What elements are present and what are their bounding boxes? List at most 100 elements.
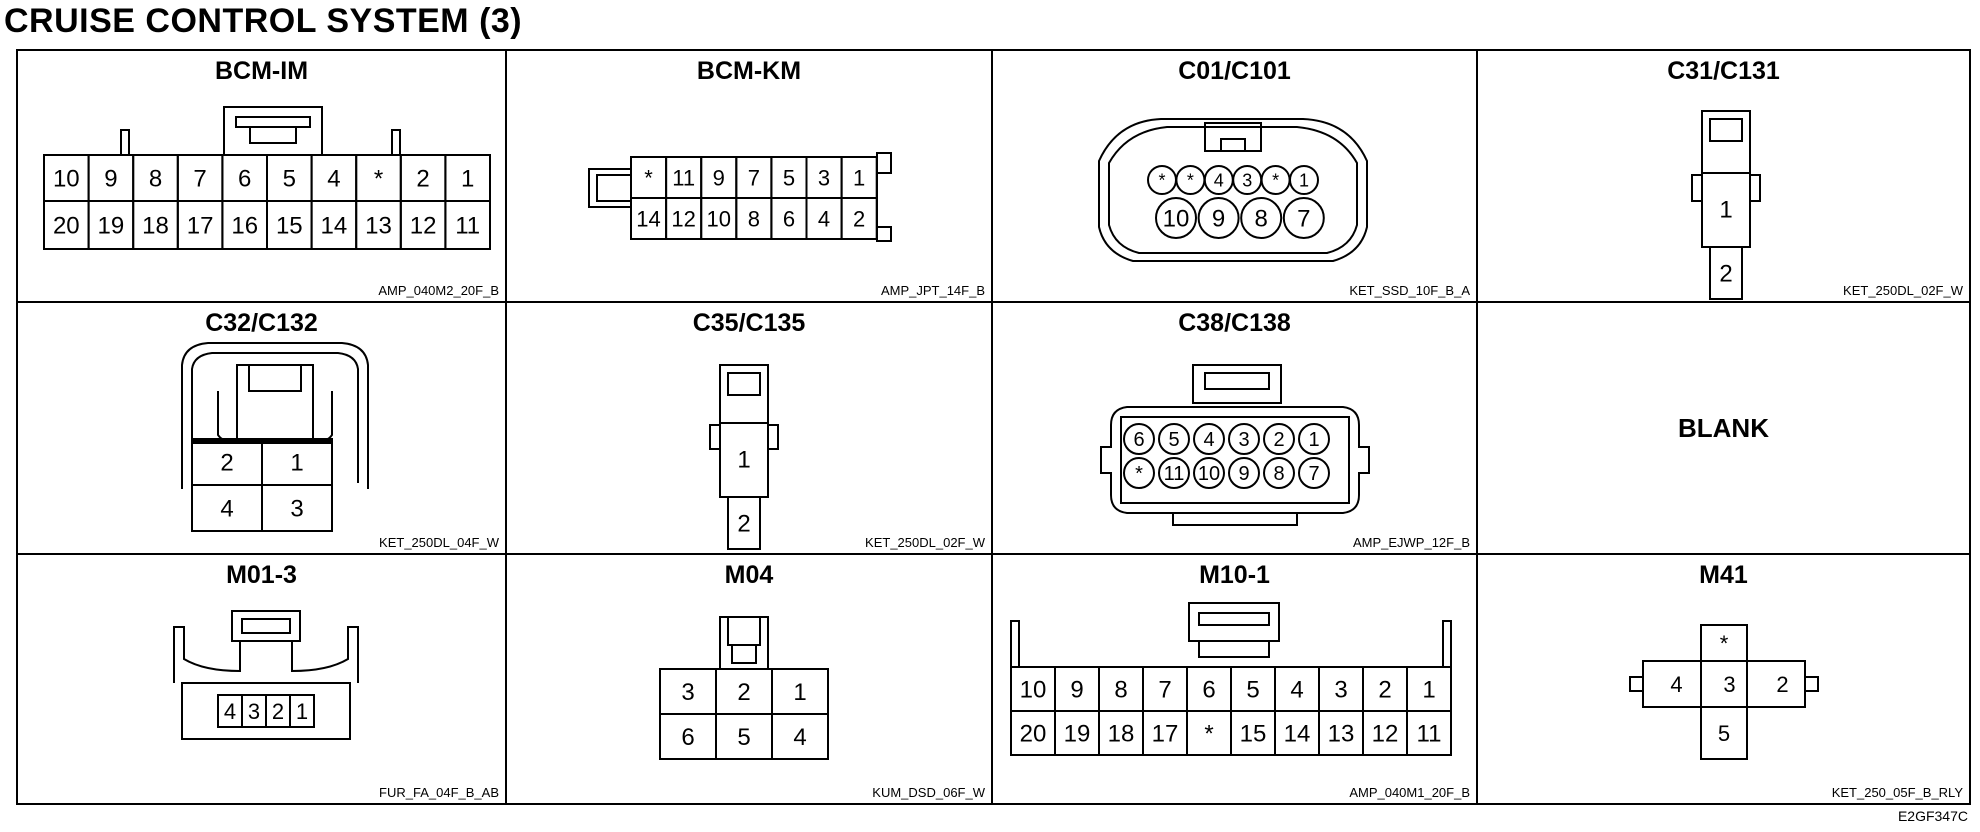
pin-label: 7 <box>748 165 760 190</box>
pin-label: 10 <box>1020 677 1047 704</box>
connector-title: M01-3 <box>226 561 297 589</box>
pin-label: 9 <box>713 165 725 190</box>
connector-latch <box>231 610 301 642</box>
connector-part-code: FUR_FA_04F_B_AB <box>379 785 499 800</box>
pin-label: 7 <box>1308 463 1319 485</box>
pin-label: 1 <box>1719 197 1732 224</box>
pin-label: * <box>1720 631 1729 656</box>
pin-label: 1 <box>1299 170 1309 190</box>
pin-label: 19 <box>98 213 125 240</box>
pin-label: 3 <box>1334 677 1347 704</box>
pin-label: 8 <box>1273 463 1284 485</box>
connector-part-code: KUM_DSD_06F_W <box>872 785 985 800</box>
pin-label: 12 <box>410 213 437 240</box>
pin-label: 7 <box>193 166 206 193</box>
pin-label: 11 <box>455 213 480 240</box>
pin-label: 1 <box>793 679 806 706</box>
pin-label: * <box>1204 721 1213 748</box>
pin-label: 5 <box>1168 429 1179 451</box>
connector-pins: 12 <box>1719 197 1732 288</box>
pin-label: 6 <box>1202 677 1215 704</box>
pin-label: 20 <box>1020 721 1047 748</box>
pin-label: 2 <box>737 679 750 706</box>
pin-label: 16 <box>231 213 258 240</box>
page-title: CRUISE CONTROL SYSTEM (3) <box>4 2 523 40</box>
pin-label: 8 <box>1255 206 1268 233</box>
pin-label: 4 <box>818 206 830 231</box>
pin-label: 2 <box>1776 672 1788 697</box>
pin-label: 11 <box>672 165 695 190</box>
pin-label: 4 <box>327 166 340 193</box>
pin-label: 8 <box>149 166 162 193</box>
pin-label: 8 <box>748 206 760 231</box>
pin-label: 14 <box>1284 721 1311 748</box>
connector-part-code: AMP_040M2_20F_B <box>378 283 499 298</box>
pin-label: 15 <box>1240 721 1267 748</box>
connector-guide-left <box>120 129 130 156</box>
connector-latch <box>588 168 631 208</box>
pin-cell <box>1123 423 1155 455</box>
pin-cell <box>1158 457 1190 489</box>
pin-cell <box>289 694 315 728</box>
pin-cell <box>1263 457 1295 489</box>
pin-label: 1 <box>290 450 303 477</box>
pin-label: 3 <box>1242 170 1252 190</box>
connector-title: C32/C132 <box>205 309 318 337</box>
drawing-code: E2GF347C <box>1897 808 1968 824</box>
pin-cell <box>1193 423 1225 455</box>
connector-title: M41 <box>1699 561 1748 589</box>
pin-label: 4 <box>1214 170 1224 190</box>
pin-label: 3 <box>681 679 694 706</box>
connector-housing <box>181 342 369 489</box>
connector-title: C01/C101 <box>1178 57 1291 85</box>
connector-part-code: AMP_040M1_20F_B <box>1349 785 1470 800</box>
pin-cell <box>1155 197 1197 239</box>
pin-label: 4 <box>224 699 236 724</box>
pin-label: 18 <box>1108 721 1135 748</box>
connector-part-code: AMP_JPT_14F_B <box>880 283 985 298</box>
pin-label: 18 <box>142 213 169 240</box>
pin-label: 2 <box>220 450 233 477</box>
pin-label: 14 <box>321 213 348 240</box>
pin-label: 13 <box>1328 721 1355 748</box>
connector-housing <box>1100 406 1370 514</box>
pin-cell <box>1228 423 1260 455</box>
pin-cell <box>444 200 491 250</box>
connector-pin-box-bottom <box>1700 706 1748 760</box>
connector-guide-left <box>1010 620 1020 668</box>
pin-label: 11 <box>1164 463 1185 485</box>
pin-label: * <box>1135 463 1143 485</box>
pin-label: 12 <box>1372 721 1399 748</box>
blank-label: BLANK <box>1678 413 1769 443</box>
pin-label: 7 <box>1158 677 1171 704</box>
connector-title: C31/C131 <box>1667 57 1780 85</box>
pin-cell <box>1289 165 1319 195</box>
pin-label: 2 <box>853 206 865 231</box>
connector-latch <box>1188 602 1280 642</box>
pin-label: 1 <box>296 699 308 724</box>
pin-label: 9 <box>1238 463 1249 485</box>
pin-cell <box>1228 457 1260 489</box>
pin-cell <box>840 197 878 240</box>
pin-label: 9 <box>1212 206 1225 233</box>
pin-label: 9 <box>1070 677 1083 704</box>
pin-label: 6 <box>1133 429 1144 451</box>
connector-title: BCM-IM <box>214 57 309 85</box>
pin-label: 1 <box>1422 677 1435 704</box>
connector-latch <box>1204 122 1262 152</box>
